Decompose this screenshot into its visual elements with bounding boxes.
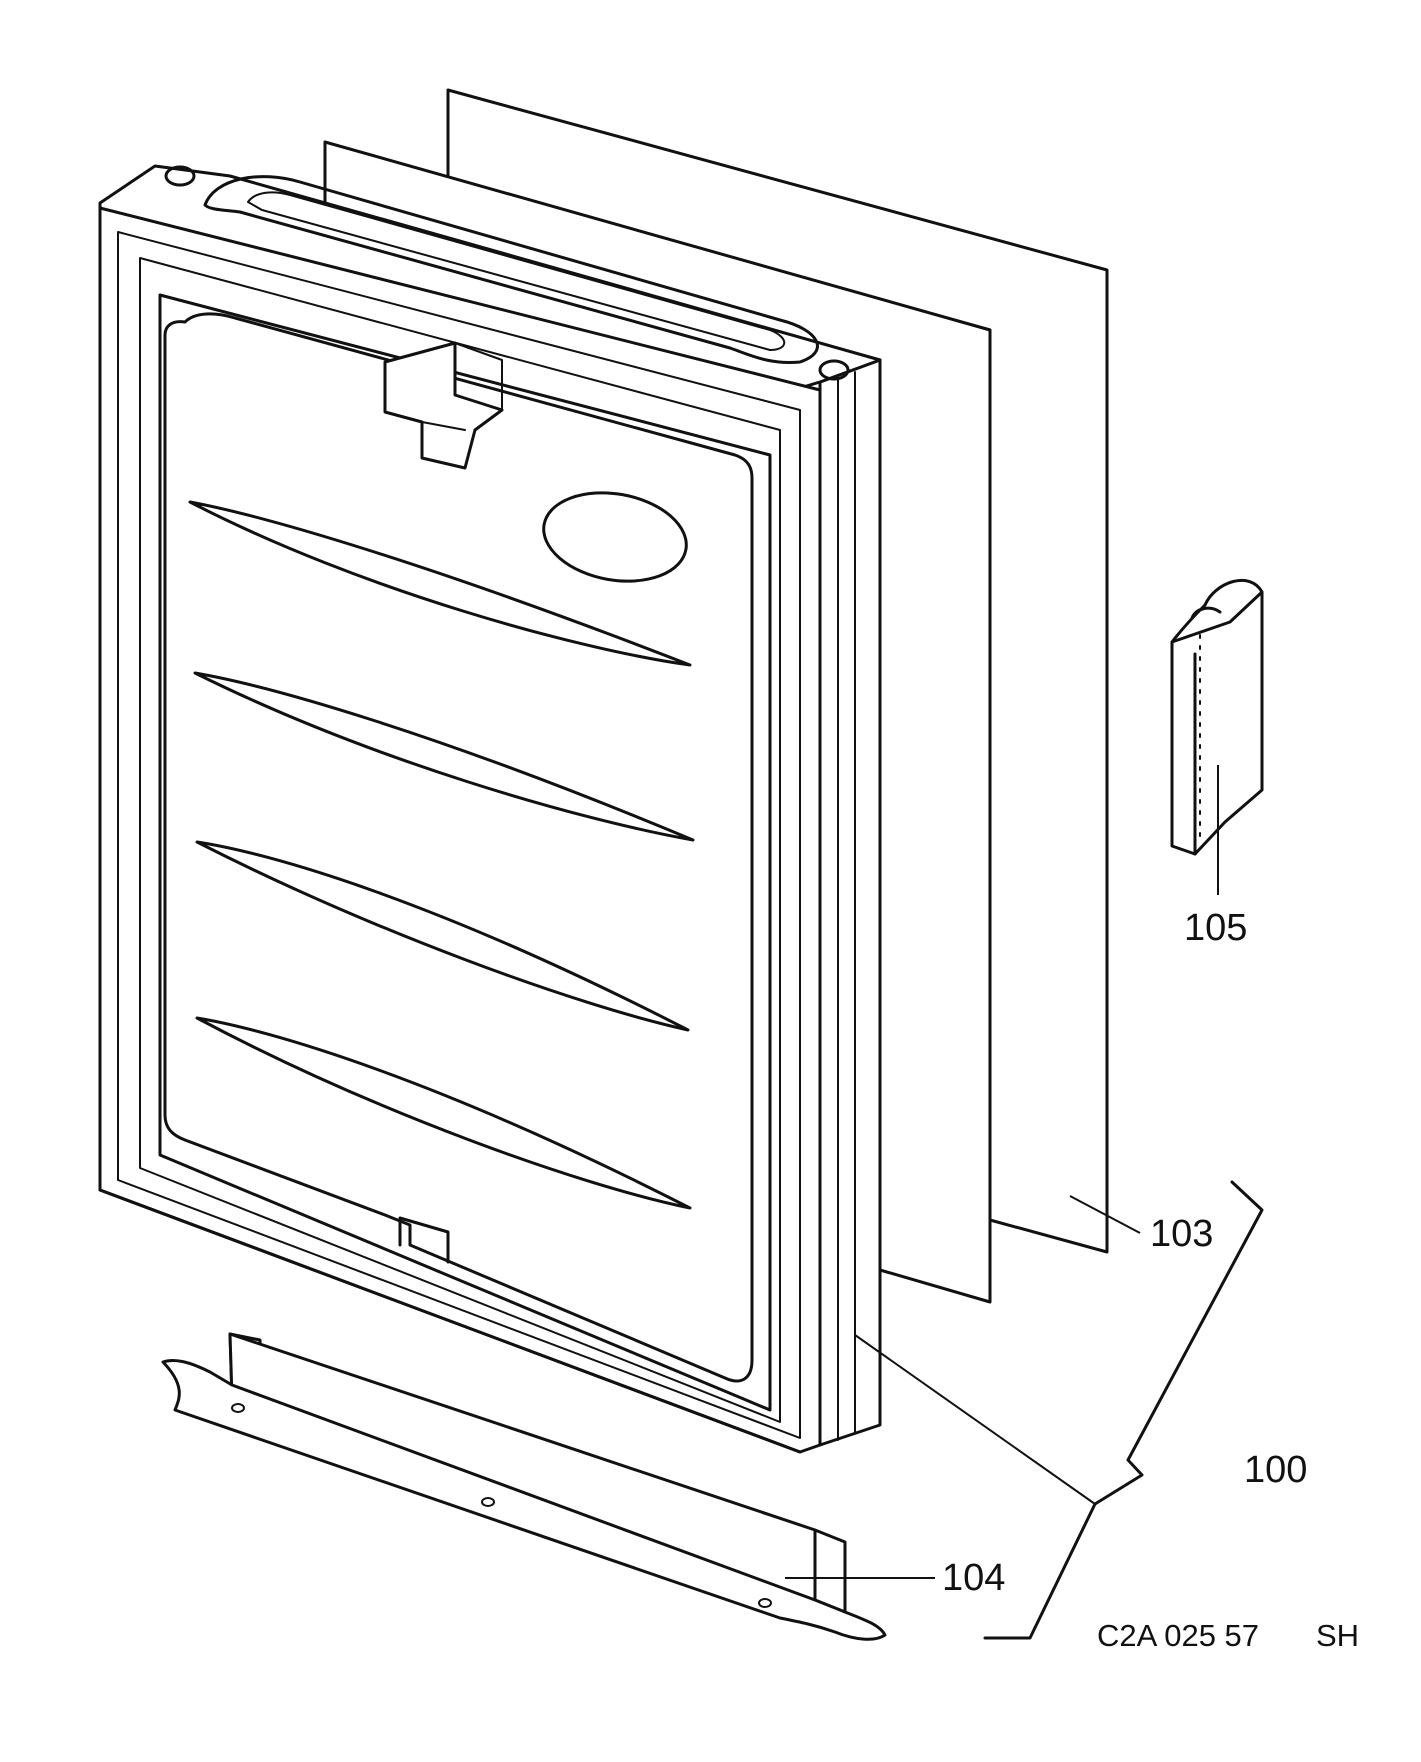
rib-1 [188,500,692,667]
leader-lines [785,765,1264,1640]
clip-105 [1170,578,1264,856]
door-body [98,164,882,1454]
rib-2 [193,671,695,842]
drawing-code: C2A 025 57 [1097,1618,1259,1653]
brace-100 [983,1180,1264,1640]
bracket-104 [161,1332,887,1641]
label-104: 104 [942,1557,1005,1599]
label-103: 103 [1150,1213,1213,1255]
leader-103 [1069,1195,1141,1234]
rib-3 [195,840,690,1032]
leader-100-door [854,1334,1096,1505]
label-100: 100 [1244,1449,1307,1491]
callout-labels: 105 103 100 104 C2A 025 57 SH [942,907,1359,1653]
label-105: 105 [1184,907,1247,949]
emblem-oval [542,491,688,583]
rib-4 [195,1016,692,1210]
drawing-suffix: SH [1316,1618,1359,1653]
